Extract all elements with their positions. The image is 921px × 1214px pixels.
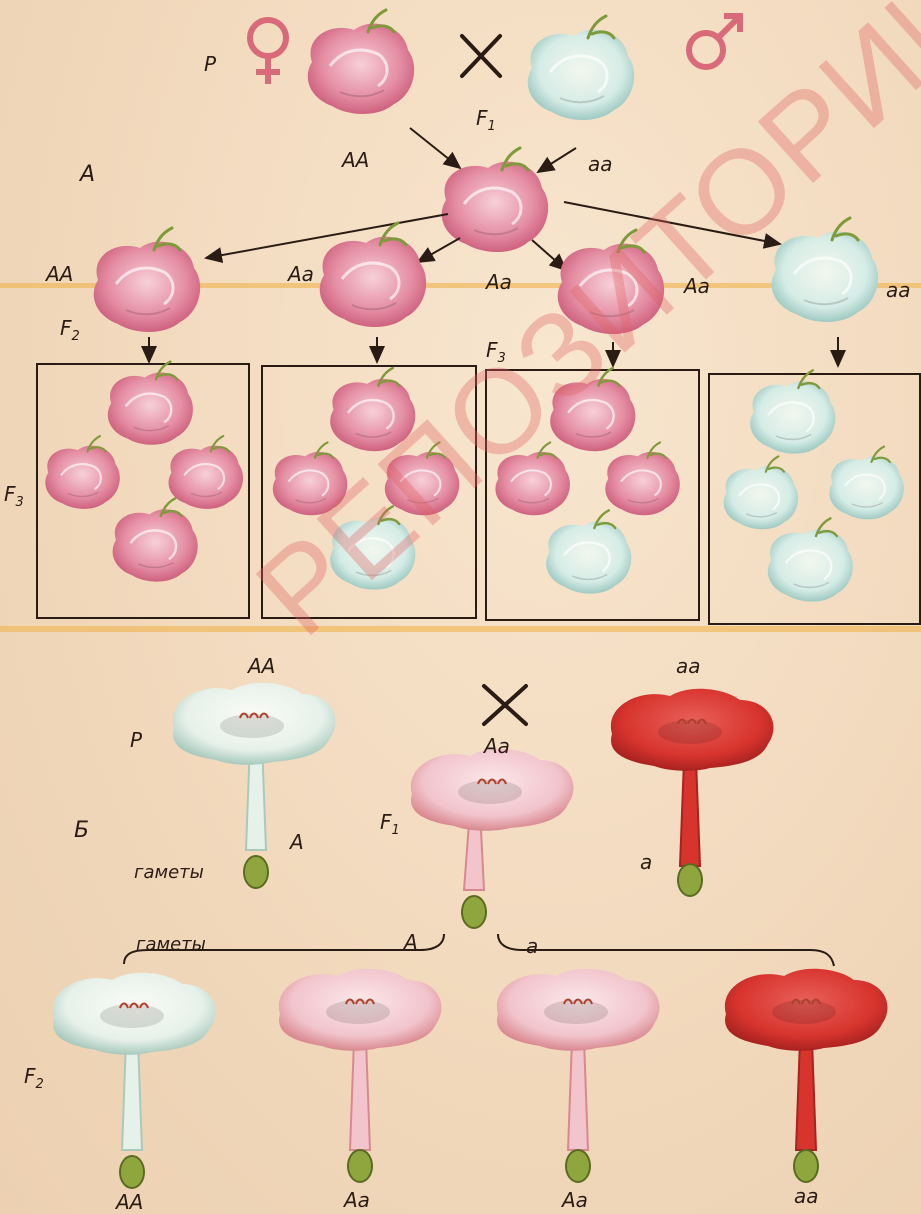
f2-pea-2: [320, 223, 426, 327]
parent-pea-white: [528, 16, 634, 120]
f2-genotype-4: Aa: [684, 276, 710, 296]
gametes-label-b: гаметы: [134, 864, 204, 882]
cross-icon: [462, 36, 500, 76]
f2-trumpet-4: [725, 969, 888, 1182]
parent-pea-pink: [308, 10, 414, 114]
female-symbol-icon: [250, 20, 286, 84]
f2-genotype-5: aa: [886, 280, 911, 300]
f2-pea-4: [772, 218, 878, 322]
f2-trumpet-3: [497, 969, 660, 1182]
f2-b-genotype-1: AA: [116, 1192, 143, 1212]
f2-genotype-2: Aa: [288, 264, 314, 284]
f3-box-label-a: F3: [4, 484, 24, 509]
f1-label-a: F1: [476, 108, 496, 133]
f1-label-b-sub: 1: [392, 823, 400, 838]
f2-b-genotype-3: Aa: [562, 1190, 588, 1210]
part-label-b: Б: [74, 820, 89, 842]
f2-label-a: F2: [60, 318, 80, 343]
f1-genotype-b: Aa: [484, 736, 510, 756]
cross-icon-b: [484, 686, 526, 724]
f3-label-a: F3: [486, 340, 506, 365]
f2-pea-1: [94, 228, 200, 332]
bracket-left-gamete: A: [404, 932, 418, 952]
parent-trumpet-white: [173, 683, 336, 888]
f1-pea: [442, 148, 548, 252]
f2-label-a-sub: 2: [72, 329, 80, 344]
f3-label-a-text: F: [486, 338, 498, 362]
f2-label-a-text: F: [60, 316, 72, 340]
f1-label-a-text: F: [476, 106, 488, 130]
f1-trumpet-pink: [411, 749, 574, 928]
f2-label-b: F2: [24, 1066, 44, 1091]
f2-b-genotype-4: aa: [794, 1186, 819, 1206]
f3-label-a-sub: 3: [498, 351, 506, 366]
bracket-right-gamete: a: [526, 936, 538, 956]
f2-b-genotype-2: Aa: [344, 1190, 370, 1210]
f3-box-label-a-sub: 3: [16, 495, 24, 510]
f2-genotype-1: AA: [46, 264, 73, 284]
p-label-a: P: [204, 54, 216, 74]
f2-label-b-sub: 2: [36, 1077, 44, 1092]
f2-trumpet-1: [53, 973, 216, 1188]
f2-pea-3: [558, 230, 664, 334]
p-label-b: P: [130, 730, 142, 750]
f1-label-b: F1: [380, 812, 400, 837]
part-label-a: А: [80, 164, 95, 186]
genotype-parent-left-a: AA: [342, 150, 369, 170]
genotype-parent-right-b: aa: [676, 656, 701, 676]
gamete-right-b: a: [640, 852, 652, 872]
genotype-parent-left-b: AA: [248, 656, 275, 676]
parent-trumpet-red: [611, 689, 774, 896]
gamete-left-b: A: [290, 832, 304, 852]
genotype-parent-right-a: aa: [588, 154, 613, 174]
f3-box-label-a-text: F: [4, 482, 16, 506]
f1-label-b-text: F: [380, 810, 392, 834]
f2-label-b-text: F: [24, 1064, 36, 1088]
male-symbol-icon: [689, 16, 740, 67]
f1-label-a-sub: 1: [488, 119, 496, 134]
f2-trumpet-2: [279, 969, 442, 1182]
f2-genotype-3: Aa: [486, 272, 512, 292]
gametes-label-b-2: гаметы: [136, 936, 206, 954]
